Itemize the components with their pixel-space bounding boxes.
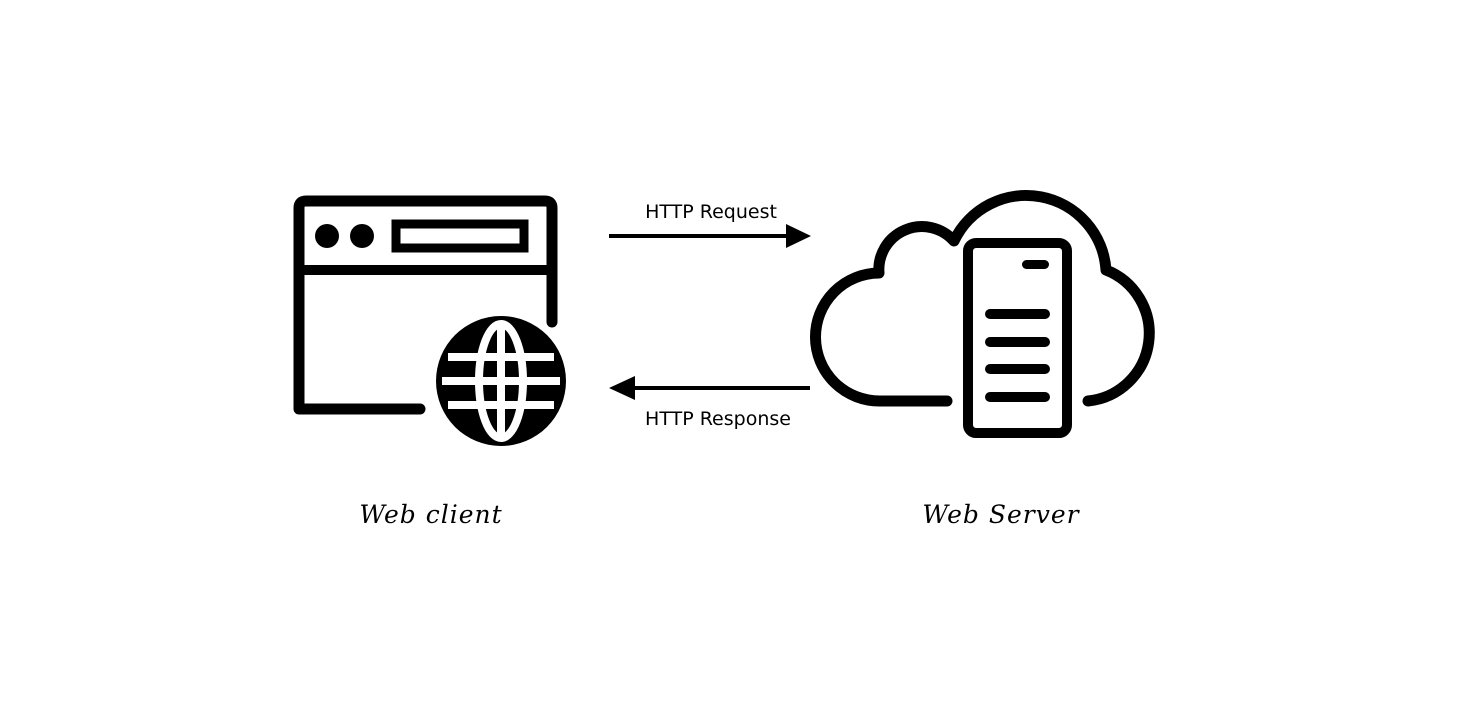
address-bar — [391, 219, 529, 253]
cloud-server-icon — [810, 190, 1155, 438]
window-dot-icon — [315, 224, 339, 248]
cloud-outline — [810, 190, 1155, 407]
web-server-label: Web Server — [922, 500, 1080, 529]
browser-globe-icon — [293, 195, 566, 446]
arrow-left-icon — [609, 376, 635, 400]
server-drive-bays — [985, 309, 1050, 402]
http-request-arrow — [609, 224, 811, 248]
server-status-light-icon — [1022, 260, 1049, 269]
http-response-label: HTTP Response — [645, 408, 791, 430]
window-dot-icon — [350, 224, 374, 248]
globe-icon — [436, 316, 566, 446]
web-client-label: Web client — [359, 500, 502, 529]
http-response-arrow — [609, 376, 810, 400]
arrow-right-icon — [786, 224, 811, 248]
http-request-label: HTTP Request — [645, 201, 777, 223]
browser-window-frame — [293, 195, 558, 415]
